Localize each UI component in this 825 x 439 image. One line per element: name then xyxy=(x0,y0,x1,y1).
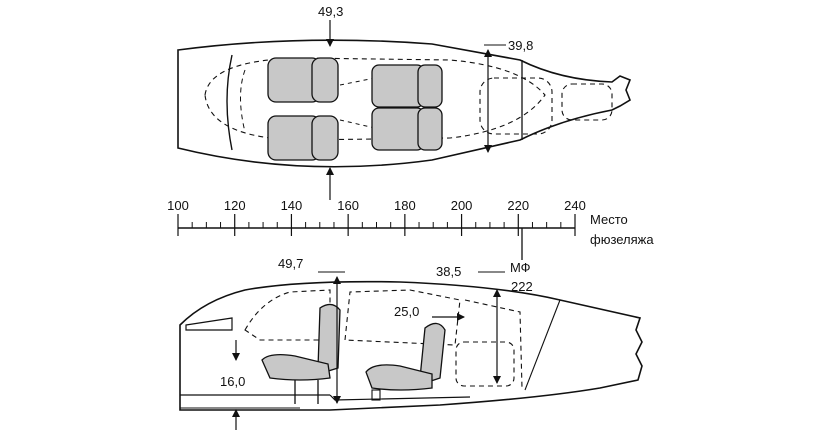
station-marker-code: МФ xyxy=(510,260,531,275)
scale-label-line1: Место xyxy=(590,212,628,227)
scale-tick-label: 160 xyxy=(337,198,359,213)
top-baggage-area xyxy=(479,77,553,135)
side-window-rear xyxy=(344,289,461,346)
top-fuselage-outline xyxy=(177,39,632,168)
side-front-seat xyxy=(261,303,341,404)
dim-16-0-label: 16,0 xyxy=(220,374,245,389)
top-view: 49,3 39,8 xyxy=(177,4,632,200)
side-window-front xyxy=(244,289,331,341)
scale-tick-label: 240 xyxy=(564,198,586,213)
scale-tick-label: 220 xyxy=(507,198,529,213)
top-rear-seat-lower xyxy=(371,107,443,151)
top-frame-line xyxy=(226,54,233,151)
scale-tick-label: 180 xyxy=(394,198,416,213)
scale-tick-label: 140 xyxy=(281,198,303,213)
dim-49-7-label: 49,7 xyxy=(278,256,303,271)
dim-38-5-label: 38,5 xyxy=(436,264,461,279)
scale-tick-label: 100 xyxy=(167,198,189,213)
top-canopy-outline xyxy=(204,57,546,141)
side-rear-seat xyxy=(365,322,446,401)
top-front-seat-upper xyxy=(267,57,339,103)
side-fuselage-outline xyxy=(179,280,643,411)
dim-49-3-label: 49,3 xyxy=(318,4,343,19)
station-marker-value: 222 xyxy=(511,279,533,294)
scale-tick-label: 200 xyxy=(451,198,473,213)
scale-label-line2: фюзеляжа xyxy=(590,232,654,247)
side-baggage-area xyxy=(455,341,515,387)
top-front-seat-lower xyxy=(267,115,339,161)
top-rear-seat-upper xyxy=(371,64,443,108)
dim-39-8-label: 39,8 xyxy=(508,38,533,53)
scale-tick-label: 120 xyxy=(224,198,246,213)
dim-25-0-label: 25,0 xyxy=(394,304,419,319)
side-view: 49,7 38,5 25,0 16,0 xyxy=(179,256,643,430)
